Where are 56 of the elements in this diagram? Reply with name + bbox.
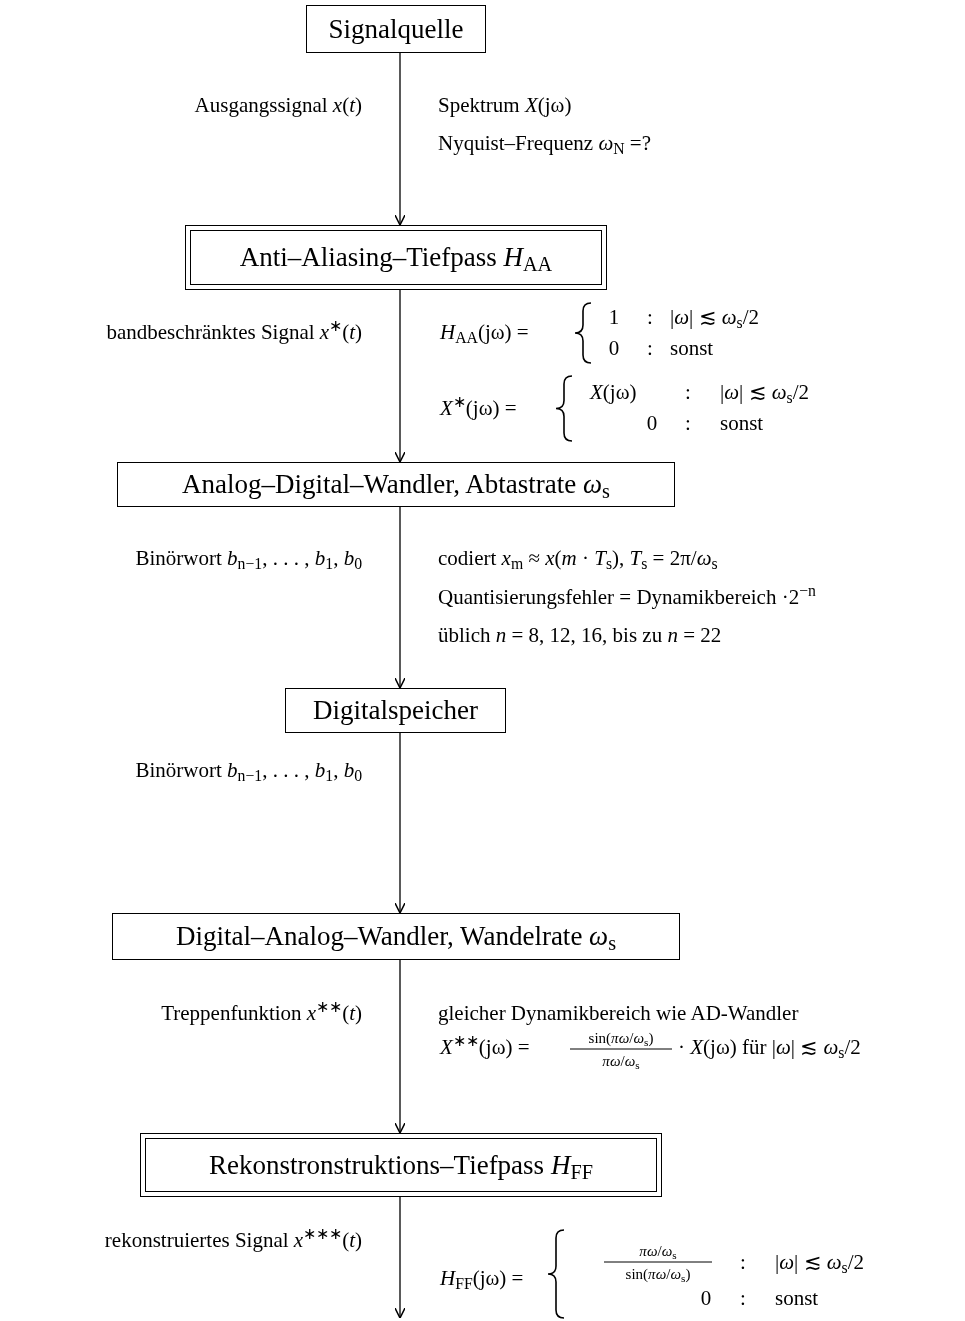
formula-text: : — [685, 381, 691, 403]
formula-text: sonst — [775, 1287, 819, 1309]
formula-text: sonst — [670, 337, 714, 359]
formula-text: H$_{AA}$(jω) = — [440, 321, 529, 343]
formula-text: : — [647, 337, 653, 359]
formula-text: X$^{∗∗}$(jω) = — [440, 1036, 530, 1058]
formula-text: sin(πω/ω$_{s}$) — [625, 1266, 691, 1282]
edge-label: Binörwort b$_{n−1}$, . . . , b$_{1}$, b$_{0}$ — [135, 547, 362, 569]
box-label: Signalquelle — [328, 15, 464, 43]
edge-label: Ausgangssignal x(t) — [194, 94, 362, 116]
arrow — [394, 52, 406, 226]
formula-text: : — [685, 412, 691, 434]
formula-text: : — [740, 1287, 746, 1309]
formula-text: πω/ω$_{s}$ — [602, 1053, 640, 1069]
box-label: Digitalspeicher — [313, 697, 478, 724]
formula-text: codiert x$_{m}$ ≈ x(m · T$_{s}$), T$_{s}$ = 2π/ω$_{s}$ — [438, 547, 718, 569]
double-box — [140, 1133, 662, 1197]
formula-text: Quantisierungsfehler = Dynamikbereich ·2$^{−n}$ — [438, 586, 816, 608]
formula-text: X(jω) — [590, 381, 637, 403]
edge-label: Binörwort b$_{n−1}$, . . . , b$_{1}$, b$_{0}$ — [135, 759, 362, 781]
process-box — [112, 913, 680, 960]
arrow — [394, 1196, 406, 1319]
edge-label: rekonstruiertes Signal x$^{∗∗∗}$(t) — [104, 1229, 362, 1251]
edge-label: Treppenfunktion x$^{∗∗}$(t) — [161, 1002, 362, 1024]
process-box — [306, 5, 486, 53]
double-box — [185, 225, 607, 290]
formula-text: · X(jω) für |ω| ≲ ω$_{s}$/2 — [678, 1036, 861, 1058]
formula-text: sonst — [720, 412, 764, 434]
formula-text: X$^{∗}$(jω) = — [440, 397, 517, 419]
formula-text: πω/ω$_{s}$ — [639, 1243, 677, 1259]
formula-text: |ω| ≲ ω$_{s}$/2 — [775, 1251, 865, 1273]
formula-text: sin(πω/ω$_{s}$) — [588, 1030, 654, 1046]
formula-text: Nyquist–Frequenz ω$_{N}$ =? — [438, 132, 652, 154]
formula-text: 0 — [646, 412, 658, 434]
process-box — [285, 688, 506, 733]
arrow — [394, 959, 406, 1134]
arrow — [394, 506, 406, 689]
formula-text: 1 — [608, 306, 620, 328]
formula-text: H$_{FF}$(jω) = — [440, 1267, 524, 1289]
edge-label: bandbeschränktes Signal x$^{∗}$(t) — [106, 321, 362, 343]
arrow — [394, 732, 406, 914]
formula-text: : — [647, 306, 653, 328]
formula-text: 0 — [700, 1287, 712, 1309]
box-label: Rekonstronstruktions–Tiefpass H$_{FF}$ — [209, 1151, 593, 1179]
formula-text: Spektrum X(jω) — [438, 94, 572, 116]
formula-text: gleicher Dynamikbereich wie AD-Wandler — [438, 1002, 799, 1024]
formula-text: |ω| ≲ ω$_{s}$/2 — [670, 306, 760, 328]
formula-text: |ω| ≲ ω$_{s}$/2 — [720, 381, 810, 403]
formula-text: : — [740, 1251, 746, 1273]
process-box — [117, 462, 675, 507]
arrow — [394, 289, 406, 463]
box-label: Analog–Digital–Wandler, Abtastrate ω$_{s}$ — [182, 471, 610, 498]
box-label: Digital–Analog–Wandler, Wandelrate ω$_{s}$ — [175, 923, 617, 950]
formula-text: 0 — [608, 337, 620, 359]
box-label: Anti–Aliasing–Tiefpass H$_{AA}$ — [239, 244, 553, 271]
formula-text: üblich n = 8, 12, 16, bis zu n = 22 — [438, 624, 722, 646]
